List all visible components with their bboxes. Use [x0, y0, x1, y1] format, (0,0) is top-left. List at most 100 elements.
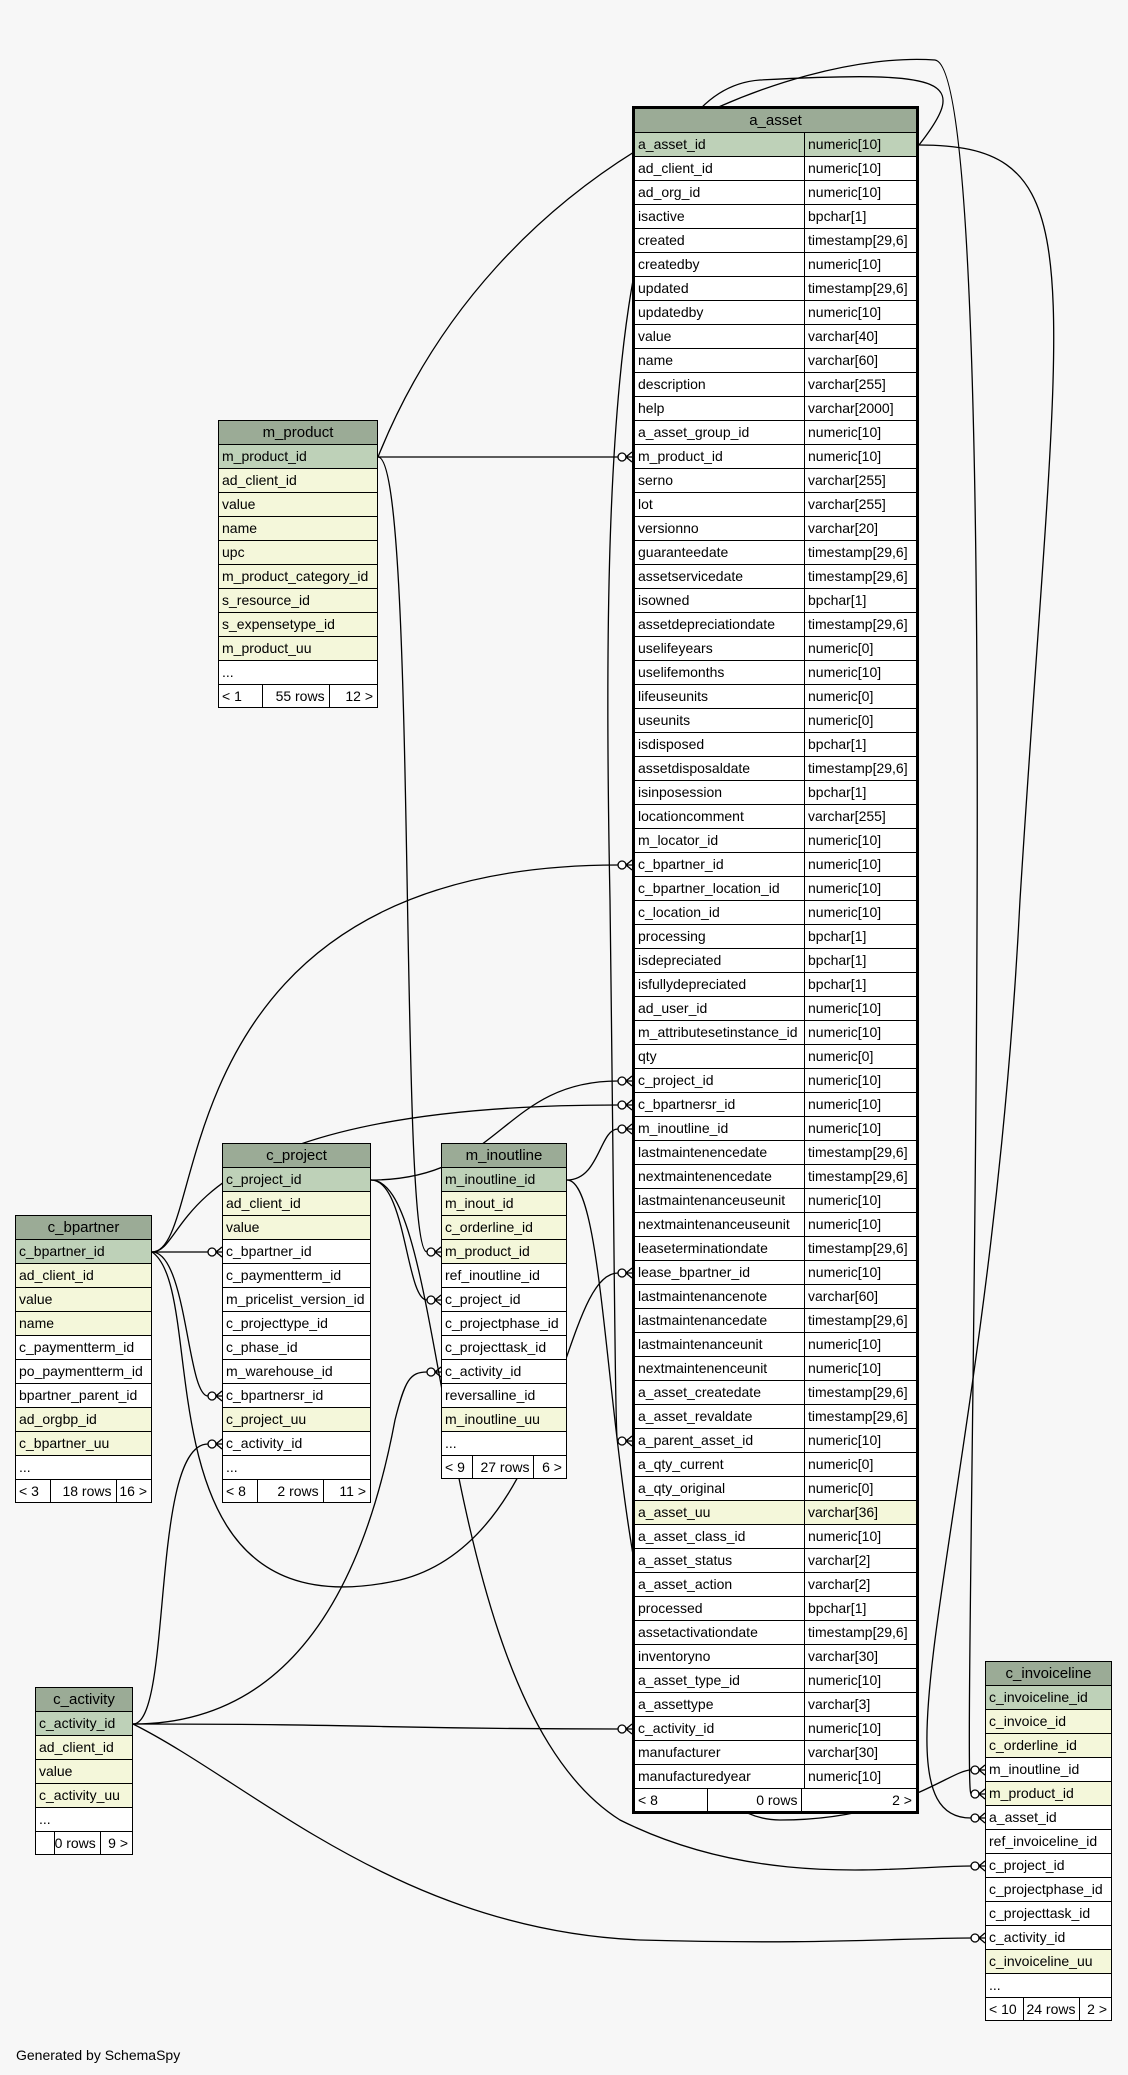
c_project-column-row[interactable]: c_project_id [223, 1168, 370, 1192]
m_inoutline-column-row[interactable]: c_project_id [442, 1288, 566, 1312]
c_activity-column-row[interactable]: c_activity_uu [36, 1784, 132, 1808]
m_inoutline-column-row[interactable]: ... [442, 1432, 566, 1456]
c_bpartner-column-row[interactable]: po_paymentterm_id [16, 1360, 151, 1384]
c_project-column-row[interactable]: c_bpartnersr_id [223, 1384, 370, 1408]
m_inoutline-column-row[interactable]: m_inoutline_id [442, 1168, 566, 1192]
c_bpartner-column-row[interactable]: c_paymentterm_id [16, 1336, 151, 1360]
c_invoiceline-column-row[interactable]: c_activity_id [986, 1926, 1111, 1950]
c_activity-column-row[interactable]: ... [36, 1808, 132, 1832]
c_project-column-row[interactable]: ... [223, 1456, 370, 1480]
m_product-column-row[interactable]: s_resource_id [219, 589, 377, 613]
c_bpartner-column-row[interactable]: c_bpartner_id [16, 1240, 151, 1264]
m_inoutline-column-row[interactable]: c_orderline_id [442, 1216, 566, 1240]
m_product-column-row[interactable]: value [219, 493, 377, 517]
c_invoiceline-column-row[interactable]: ref_invoiceline_id [986, 1830, 1111, 1854]
c_activity-column-row[interactable]: value [36, 1760, 132, 1784]
m_product-column-row[interactable]: ... [219, 661, 377, 685]
m_inoutline-column-row[interactable]: m_product_id [442, 1240, 566, 1264]
c_bpartner-column-row[interactable]: c_bpartner_uu [16, 1432, 151, 1456]
c_bpartner-column-row[interactable]: value [16, 1288, 151, 1312]
c_project-column-row[interactable]: c_phase_id [223, 1336, 370, 1360]
c_invoiceline-column-row[interactable]: m_product_id [986, 1782, 1111, 1806]
c_bpartner-column-row[interactable]: ad_client_id [16, 1264, 151, 1288]
c_invoiceline-column-row[interactable]: ... [986, 1974, 1111, 1998]
m_inoutline-column-row[interactable]: reversalline_id [442, 1384, 566, 1408]
c_project-column-row[interactable]: c_paymentterm_id [223, 1264, 370, 1288]
c_project-column-row[interactable]: value [223, 1216, 370, 1240]
m_inoutline-column-row[interactable]: c_projectphase_id [442, 1312, 566, 1336]
c_invoiceline-column-row[interactable]: m_inoutline_id [986, 1758, 1111, 1782]
m_product-column-row[interactable]: upc [219, 541, 377, 565]
c_invoiceline-column-row[interactable]: a_asset_id [986, 1806, 1111, 1830]
c_invoiceline-column-row[interactable]: c_invoiceline_id [986, 1686, 1111, 1710]
c_project-column-row[interactable]: c_projecttype_id [223, 1312, 370, 1336]
c_invoiceline-column-row[interactable]: c_projecttask_id [986, 1902, 1111, 1926]
c_invoiceline-column-row[interactable]: c_orderline_id [986, 1734, 1111, 1758]
c_project-column-row[interactable]: c_activity_id [223, 1432, 370, 1456]
m_inoutline-column-row[interactable]: m_inoutline_uu [442, 1408, 566, 1432]
c_bpartner-column-row[interactable]: ... [16, 1456, 151, 1480]
c_invoiceline-column-row[interactable]: c_invoice_id [986, 1710, 1111, 1734]
m_product-column-row[interactable]: name [219, 517, 377, 541]
m_product-column-row[interactable]: m_product_id [219, 445, 377, 469]
c_project-column-row[interactable]: m_pricelist_version_id [223, 1288, 370, 1312]
c_bpartner-column-row[interactable]: bpartner_parent_id [16, 1384, 151, 1408]
c_project-column-row[interactable]: m_warehouse_id [223, 1360, 370, 1384]
c_invoiceline-column-row[interactable]: c_project_id [986, 1854, 1111, 1878]
